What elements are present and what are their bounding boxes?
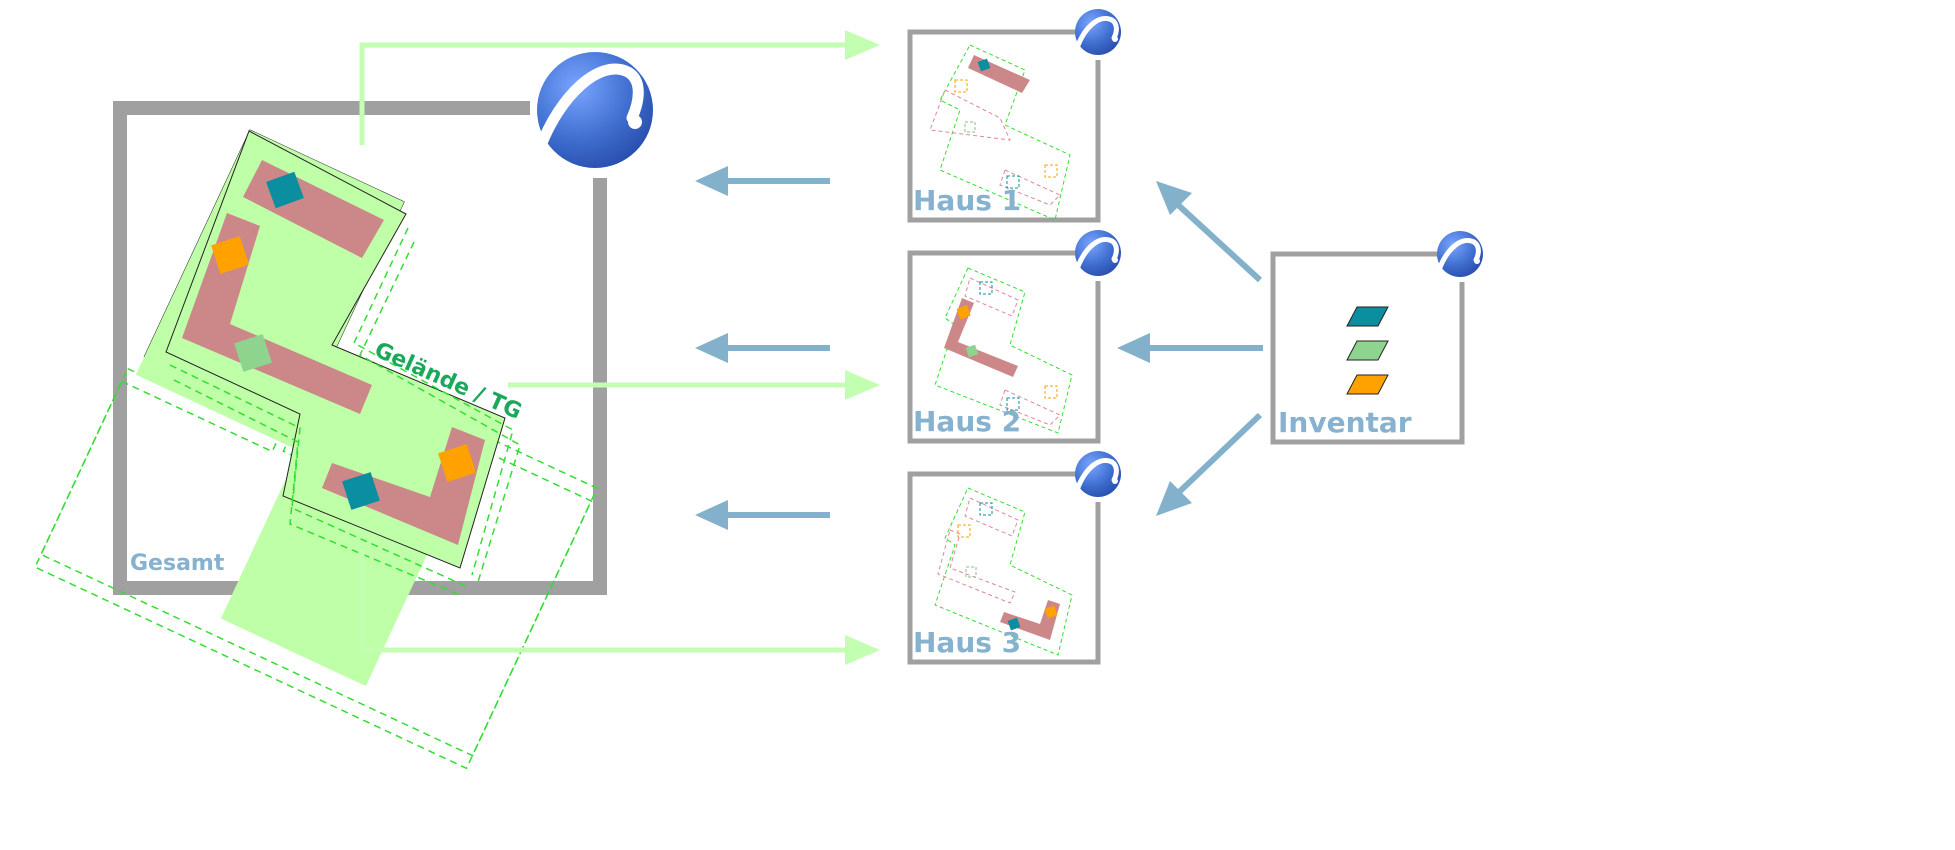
- inventory-teal-1: [266, 171, 304, 209]
- inventar-logo-icon: [1436, 231, 1483, 277]
- haus3-orange-item: [1044, 605, 1058, 619]
- haus1-label: Haus 1: [913, 184, 1021, 217]
- inventar-box: Inventar: [1270, 231, 1483, 445]
- haus2-label: Haus 2: [913, 405, 1021, 438]
- inventory-orange-1: [211, 236, 249, 274]
- haus3-logo-icon: [1074, 451, 1121, 497]
- haus3-box: Haus 3: [907, 451, 1121, 665]
- haus1-building: [968, 55, 1030, 93]
- blue-arrow-haus1-to-gesamt: [695, 166, 830, 196]
- green-arrow-to-haus1: [359, 30, 880, 145]
- haus2-logo-icon: [1074, 230, 1121, 276]
- blue-arrow-haus3-to-gesamt: [695, 500, 830, 530]
- inventar-green-item: [1346, 340, 1389, 361]
- green-arrow-to-haus3: [359, 548, 880, 665]
- inventar-teal-item: [1346, 306, 1389, 327]
- haus1-box: Haus 1: [907, 9, 1121, 223]
- haus2-green-item: [965, 344, 979, 358]
- gesamt-label: Gesamt: [130, 551, 225, 576]
- blue-arrow-haus2-to-gesamt: [695, 333, 830, 363]
- inventory-green-1: [234, 334, 272, 372]
- terrain-dashed-3: [169, 364, 471, 589]
- inventory-orange-2: [438, 444, 476, 482]
- terrain-dashed-2: [359, 241, 521, 583]
- green-arrow-to-haus2: [508, 370, 880, 400]
- terrain-dashed-4: [173, 379, 461, 596]
- haus2-box: Haus 2: [907, 230, 1121, 444]
- gesamt-frame: [113, 101, 607, 595]
- blue-arrow-inventar-to-haus3: [1156, 412, 1263, 516]
- inventar-label: Inventar: [1278, 406, 1412, 439]
- blue-arrow-inventar-to-haus1: [1156, 181, 1263, 283]
- haus2-building: [944, 298, 1018, 377]
- haus1-logo-icon: [1074, 9, 1121, 55]
- terrain-dashed-1: [353, 227, 514, 576]
- haus1-teal-item: [977, 58, 991, 72]
- inventory-teal-2: [342, 472, 380, 510]
- haus3-teal-item: [1007, 617, 1021, 631]
- archicad-logo-icon: [534, 52, 653, 168]
- inventar-orange-item: [1346, 374, 1389, 395]
- haus2-orange-item: [956, 305, 971, 320]
- haus3-label: Haus 3: [913, 626, 1021, 659]
- blue-arrow-inventar-to-haus2: [1117, 333, 1263, 363]
